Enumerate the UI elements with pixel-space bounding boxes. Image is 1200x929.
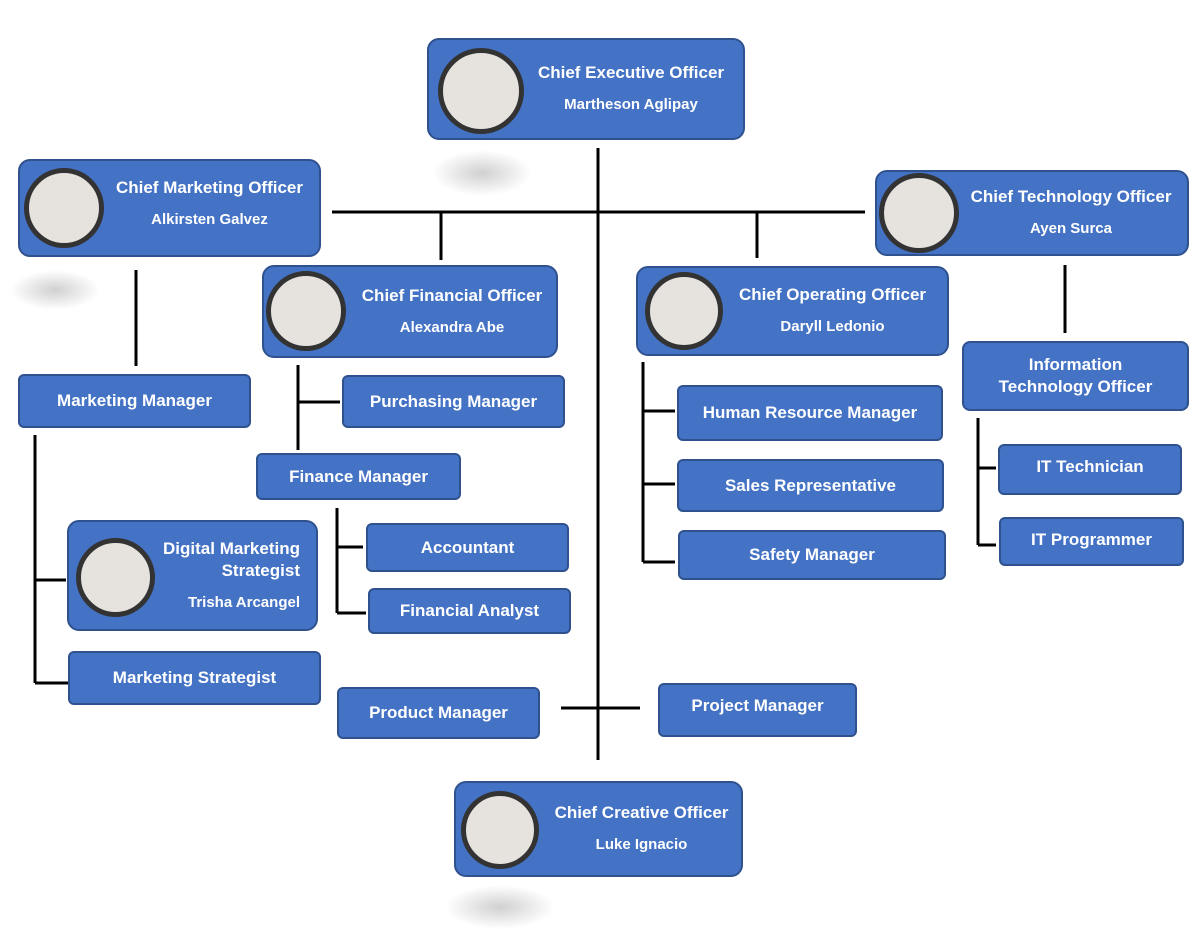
cfo-title: Chief Financial Officer	[361, 285, 543, 305]
coo-title: Chief Operating Officer	[738, 285, 927, 304]
it-programmer-label: IT Programmer	[1031, 530, 1152, 549]
dms-name: Trisha Arcangel	[188, 593, 300, 611]
coo-name: Daryll Ledonio	[780, 318, 885, 335]
marketing-manager-box[interactable]: Marketing Manager	[18, 374, 251, 428]
marketing-strategist-label: Marketing Strategist	[112, 668, 277, 687]
marketing-manager-label: Marketing Manager	[57, 391, 212, 410]
financial-analyst-label: Financial Analyst	[399, 601, 540, 620]
cmo-avatar	[24, 168, 104, 248]
dms-title-line2: Strategist	[221, 560, 300, 580]
hr-manager-box[interactable]: Human Resource Manager	[677, 385, 943, 441]
shadow-blur	[10, 270, 100, 310]
cco-avatar	[461, 791, 539, 869]
ceo-title: Chief Executive Officer	[537, 63, 725, 82]
accountant-box[interactable]: Accountant	[366, 523, 569, 572]
safety-manager-box[interactable]: Safety Manager	[678, 530, 946, 580]
finance-manager-box[interactable]: Finance Manager	[256, 453, 461, 500]
cfo-name: Alexandra Abe	[399, 318, 505, 336]
cco-name: Luke Ignacio	[595, 836, 688, 853]
cmo-title: Chief Marketing Officer	[115, 178, 304, 197]
dms-title-line1: Digital Marketing	[163, 538, 300, 558]
project-manager-label: Project Manager	[691, 696, 824, 715]
it-technician-label: IT Technician	[1036, 457, 1144, 476]
accountant-label: Accountant	[420, 537, 515, 557]
it-officer-box[interactable]: Information Technology Officer	[962, 341, 1189, 411]
marketing-strategist-box[interactable]: Marketing Strategist	[68, 651, 321, 705]
dms-avatar	[76, 538, 155, 617]
purchasing-manager-box[interactable]: Purchasing Manager	[342, 375, 565, 428]
cmo-name: Alkirsten Galvez	[151, 211, 268, 228]
cto-name: Ayen Surca	[1030, 220, 1112, 237]
cto-avatar	[879, 173, 959, 253]
project-manager-box[interactable]: Project Manager	[658, 683, 857, 737]
shadow-blur	[432, 150, 532, 196]
sales-representative-box[interactable]: Sales Representative	[677, 459, 944, 512]
cco-title: Chief Creative Officer	[554, 803, 729, 822]
shadow-blur	[445, 885, 555, 929]
it-programmer-box[interactable]: IT Programmer	[999, 517, 1184, 566]
ceo-avatar	[438, 48, 524, 134]
financial-analyst-box[interactable]: Financial Analyst	[368, 588, 571, 634]
it-officer-line2: Technology Officer	[998, 377, 1153, 396]
coo-avatar	[645, 272, 723, 350]
product-manager-box[interactable]: Product Manager	[337, 687, 540, 739]
cto-title: Chief Technology Officer	[970, 187, 1172, 206]
it-technician-box[interactable]: IT Technician	[998, 444, 1182, 495]
hr-manager-label: Human Resource Manager	[702, 403, 918, 422]
product-manager-label: Product Manager	[369, 703, 508, 722]
cfo-avatar	[266, 271, 346, 351]
finance-manager-label: Finance Manager	[289, 466, 428, 486]
ceo-name: Martheson Aglipay	[564, 96, 698, 113]
it-officer-line1: Information	[1028, 355, 1123, 374]
safety-manager-label: Safety Manager	[749, 545, 875, 564]
sales-representative-label: Sales Representative	[724, 475, 897, 495]
purchasing-manager-label: Purchasing Manager	[369, 391, 538, 411]
